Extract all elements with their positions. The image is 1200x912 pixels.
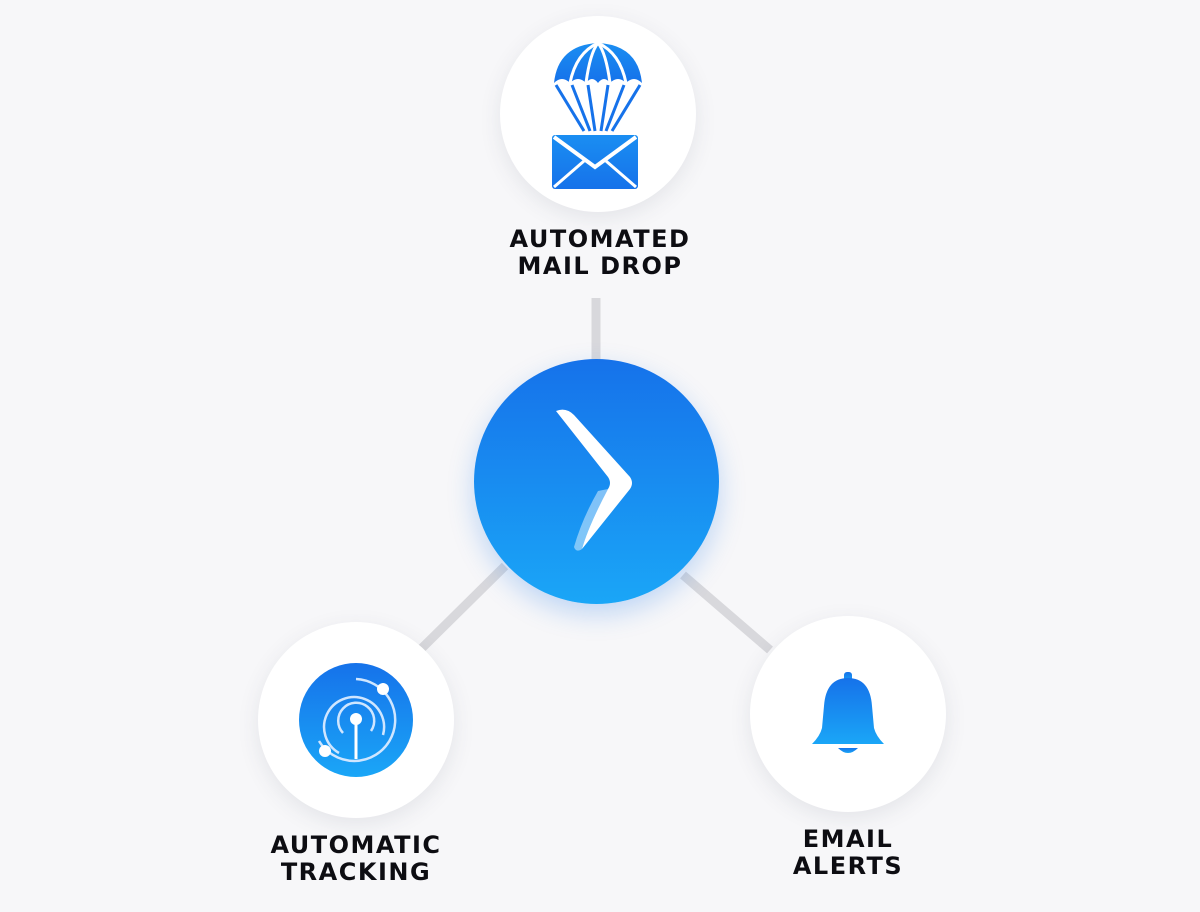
bell-icon [812, 672, 884, 753]
mail-drop-label-line2: MAIL DROP [517, 252, 683, 280]
connector-right [680, 571, 773, 654]
alerts-node [750, 616, 946, 812]
alerts-label: EMAIL ALERTS [720, 826, 976, 880]
radar-tracking-icon [299, 663, 413, 777]
alerts-label-line1: EMAIL [802, 825, 894, 853]
mail-drop-label-line1: AUTOMATED [509, 225, 691, 253]
mail-drop-node [500, 16, 696, 212]
mail-drop-label: AUTOMATED MAIL DROP [470, 226, 730, 280]
boomerang-hub [474, 359, 719, 604]
tracking-label-line2: TRACKING [280, 858, 432, 886]
tracking-label: AUTOMATIC TRACKING [220, 832, 492, 886]
boomerang-logo-icon [555, 409, 632, 551]
connector-left [416, 562, 509, 654]
alerts-label-line2: ALERTS [792, 852, 904, 880]
tracking-node [258, 622, 454, 818]
tracking-label-line1: AUTOMATIC [270, 831, 442, 859]
parachute-envelope-icon [552, 41, 642, 189]
